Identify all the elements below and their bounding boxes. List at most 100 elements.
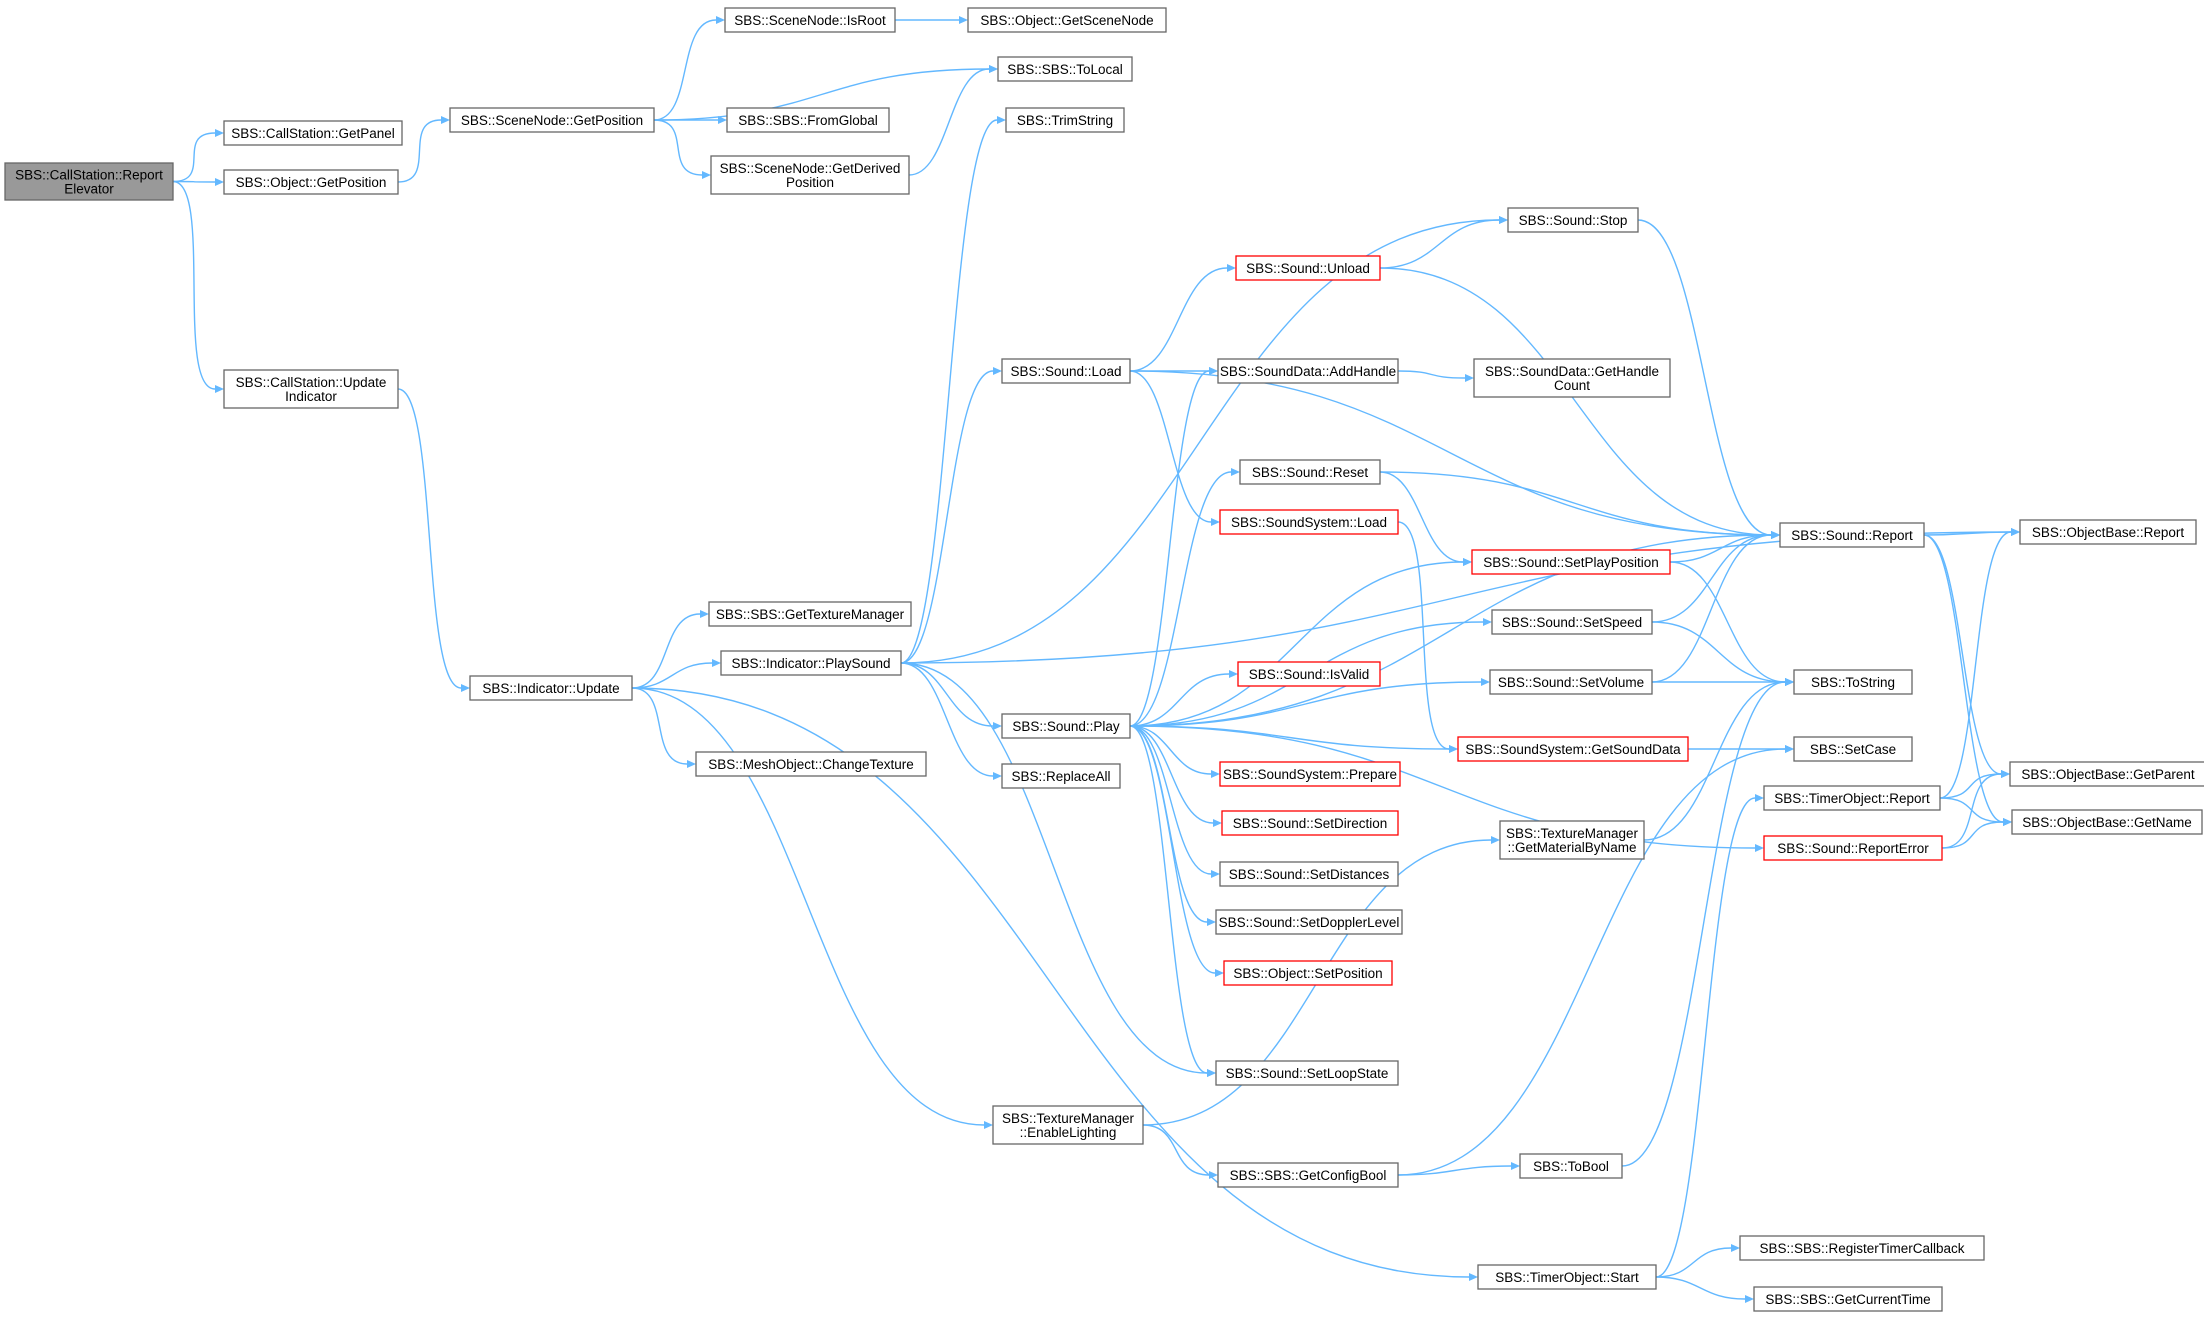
node-enablelight[interactable]: SBS::TextureManager::EnableLighting bbox=[992, 1105, 1144, 1145]
node-box bbox=[1217, 1162, 1399, 1188]
node-getsounddata[interactable]: SBS::SoundSystem::GetSoundData bbox=[1457, 736, 1689, 762]
node-sngetpos[interactable]: SBS::SceneNode::GetPosition bbox=[449, 107, 655, 133]
node-changetex[interactable]: SBS::MeshObject::ChangeTexture bbox=[695, 751, 927, 777]
node-getconfigbool[interactable]: SBS::SBS::GetConfigBool bbox=[1217, 1162, 1399, 1188]
edge-timerreport-to-getparent bbox=[1939, 773, 2002, 799]
arrowhead bbox=[1755, 844, 1764, 852]
edge-soundplay-to-setplaypos bbox=[1129, 561, 1464, 727]
node-label: SBS::SoundSystem::Load bbox=[1231, 515, 1387, 530]
node-label: SBS::SBS::FromGlobal bbox=[738, 113, 878, 128]
edge-timerstart-to-regtimer bbox=[1655, 1247, 1732, 1278]
node-label: SBS::TextureManager bbox=[1506, 826, 1639, 841]
node-tobool[interactable]: SBS::ToBool bbox=[1519, 1153, 1623, 1179]
node-objgetpos[interactable]: SBS::Object::GetPosition bbox=[223, 169, 399, 195]
node-label: SBS::Sound::SetDirection bbox=[1233, 816, 1388, 831]
node-label: SBS::Sound::Play bbox=[1012, 719, 1120, 734]
node-getscenenode[interactable]: SBS::Object::GetSceneNode bbox=[967, 7, 1167, 33]
node-timerreport[interactable]: SBS::TimerObject::Report bbox=[1763, 785, 1941, 811]
node-soundplay[interactable]: SBS::Sound::Play bbox=[1001, 713, 1131, 739]
node-label: SBS::SBS::GetConfigBool bbox=[1230, 1168, 1387, 1183]
node-box bbox=[708, 601, 912, 627]
edge-reset-to-setplaypos bbox=[1379, 471, 1464, 563]
node-unload[interactable]: SBS::Sound::Unload bbox=[1235, 255, 1381, 281]
arrowhead bbox=[1499, 216, 1508, 224]
edge-getconfigbool-to-tobool bbox=[1397, 1165, 1512, 1176]
node-regtimer[interactable]: SBS::SBS::RegisterTimerCallback bbox=[1739, 1235, 1985, 1261]
node-getparent[interactable]: SBS::ObjectBase::GetParent bbox=[2009, 761, 2204, 787]
node-box bbox=[1223, 960, 1393, 986]
node-box bbox=[1219, 509, 1399, 535]
node-label: SBS::SBS::RegisterTimerCallback bbox=[1759, 1241, 1964, 1256]
arrowhead bbox=[984, 1121, 993, 1129]
node-setplaypos[interactable]: SBS::Sound::SetPlayPosition bbox=[1471, 549, 1671, 575]
node-isroot[interactable]: SBS::SceneNode::IsRoot bbox=[724, 7, 896, 33]
arrowhead bbox=[2001, 770, 2010, 778]
node-indupdate[interactable]: SBS::Indicator::Update bbox=[469, 675, 633, 701]
node-gettexmgr[interactable]: SBS::SBS::GetTextureManager bbox=[708, 601, 912, 627]
arrowhead bbox=[441, 116, 450, 124]
arrowhead bbox=[718, 116, 727, 124]
node-label: SBS::SBS::GetTextureManager bbox=[716, 607, 905, 622]
node-label: SBS::TimerObject::Start bbox=[1495, 1270, 1639, 1285]
arrowhead bbox=[1785, 745, 1794, 753]
node-box bbox=[1217, 358, 1399, 384]
node-getpanel[interactable]: SBS::CallStation::GetPanel bbox=[223, 120, 403, 146]
node-reporterror[interactable]: SBS::Sound::ReportError bbox=[1763, 835, 1943, 861]
node-setvolume[interactable]: SBS::Sound::SetVolume bbox=[1489, 669, 1653, 695]
node-replaceall[interactable]: SBS::ReplaceAll bbox=[1001, 763, 1121, 789]
arrowhead bbox=[716, 16, 725, 24]
edge-playsound-to-trim bbox=[900, 119, 998, 664]
node-label: SBS::SceneNode::GetDerived bbox=[720, 161, 901, 176]
node-box bbox=[1491, 609, 1653, 635]
edge-soundplay-to-isvalid bbox=[1129, 673, 1230, 727]
node-timerstart[interactable]: SBS::TimerObject::Start bbox=[1477, 1264, 1657, 1290]
node-stop[interactable]: SBS::Sound::Stop bbox=[1507, 207, 1639, 233]
node-setdoppler[interactable]: SBS::Sound::SetDopplerLevel bbox=[1215, 909, 1403, 935]
node-getcurtime[interactable]: SBS::SBS::GetCurrentTime bbox=[1753, 1286, 1943, 1312]
node-setdirection[interactable]: SBS::Sound::SetDirection bbox=[1221, 810, 1399, 836]
node-tolocal[interactable]: SBS::SBS::ToLocal bbox=[997, 56, 1133, 82]
node-label: SBS::Sound::ReportError bbox=[1777, 841, 1929, 856]
node-box bbox=[1763, 785, 1941, 811]
node-label: SBS::Sound::SetPlayPosition bbox=[1483, 555, 1659, 570]
edge-soundreport-to-getname bbox=[1923, 534, 2004, 823]
node-tostring[interactable]: SBS::ToString bbox=[1793, 669, 1913, 695]
node-setloop[interactable]: SBS::Sound::SetLoopState bbox=[1215, 1060, 1399, 1086]
edge-addhandle-to-gethandlecount bbox=[1397, 370, 1466, 379]
node-label: SBS::Sound::Reset bbox=[1252, 465, 1369, 480]
node-playsound[interactable]: SBS::Indicator::PlaySound bbox=[720, 650, 902, 676]
edge-getconfigbool-to-setcase bbox=[1397, 748, 1786, 1176]
node-setdistances[interactable]: SBS::Sound::SetDistances bbox=[1219, 861, 1399, 887]
node-trim[interactable]: SBS::TrimString bbox=[1005, 107, 1125, 133]
edge-setvolume-to-soundreport bbox=[1651, 534, 1772, 683]
node-addhandle[interactable]: SBS::SoundData::AddHandle bbox=[1217, 358, 1399, 384]
node-setspeed[interactable]: SBS::Sound::SetSpeed bbox=[1491, 609, 1653, 635]
node-getname[interactable]: SBS::ObjectBase::GetName bbox=[2011, 809, 2203, 835]
node-prepare[interactable]: SBS::SoundSystem::Prepare bbox=[1219, 761, 1401, 787]
node-sysload[interactable]: SBS::SoundSystem::Load bbox=[1219, 509, 1399, 535]
node-setcase[interactable]: SBS::SetCase bbox=[1793, 736, 1913, 762]
edge-soundreport-to-getparent bbox=[1923, 534, 2002, 775]
arrowhead bbox=[1481, 678, 1490, 686]
node-obreport[interactable]: SBS::ObjectBase::Report bbox=[2019, 519, 2197, 545]
edge-soundplay-to-setdistances bbox=[1129, 725, 1212, 875]
node-isvalid[interactable]: SBS::Sound::IsValid bbox=[1237, 661, 1381, 687]
node-box bbox=[1001, 358, 1131, 384]
node-box bbox=[695, 751, 927, 777]
arrowhead bbox=[1511, 1162, 1520, 1170]
arrowhead bbox=[700, 610, 709, 618]
node-getmatbyname[interactable]: SBS::TextureManager::GetMaterialByName bbox=[1499, 820, 1645, 860]
node-soundreport[interactable]: SBS::Sound::Report bbox=[1779, 522, 1925, 548]
node-objsetpos[interactable]: SBS::Object::SetPosition bbox=[1223, 960, 1393, 986]
node-reset[interactable]: SBS::Sound::Reset bbox=[1239, 459, 1381, 485]
node-box bbox=[449, 107, 655, 133]
arrowhead bbox=[1209, 1171, 1218, 1179]
node-fromglobal[interactable]: SBS::SBS::FromGlobal bbox=[726, 107, 890, 133]
node-soundload[interactable]: SBS::Sound::Load bbox=[1001, 358, 1131, 384]
arrowhead bbox=[997, 116, 1006, 124]
edge-getmatbyname-to-tostring bbox=[1643, 681, 1786, 841]
